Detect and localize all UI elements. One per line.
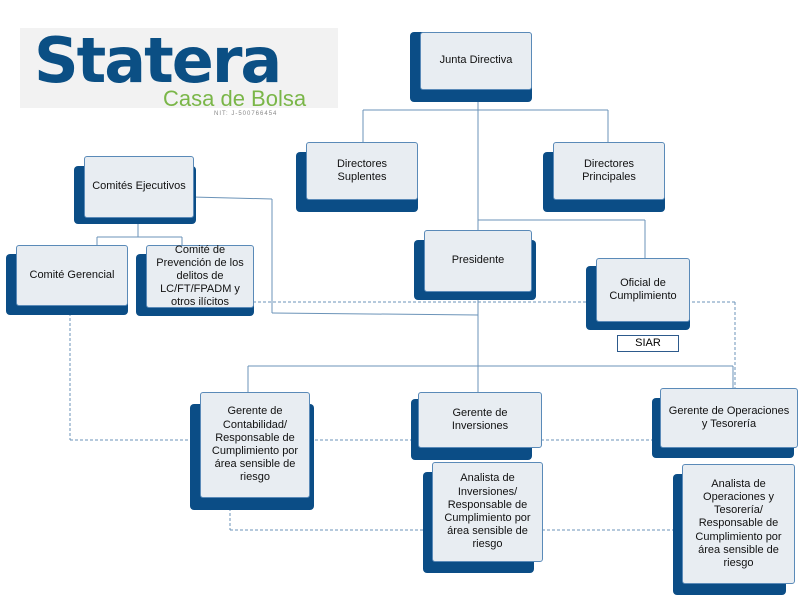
node-label: Gerente de Inversiones [418, 392, 542, 448]
node-label: Oficial de Cumplimiento [596, 258, 690, 322]
logo-nit: NIT: J-500766454 [214, 111, 278, 117]
node-label: Junta Directiva [420, 32, 532, 90]
node-text: Gerente de Operaciones y Tesorería [668, 404, 790, 430]
node-gerente-operaciones: Gerente de Operaciones y Tesorería [652, 388, 798, 458]
node-label: Analista de Inversiones/ Responsable de … [432, 462, 543, 562]
node-label: Gerente de Operaciones y Tesorería [660, 388, 798, 448]
node-text: Gerente de Contabilidad/ Responsable de … [211, 405, 299, 484]
node-gerente-inversiones: Gerente de Inversiones [411, 392, 542, 460]
node-label: Comité Gerencial [16, 245, 128, 306]
node-text: Comité de Prevención de los delitos de L… [156, 243, 244, 309]
node-oficial-cumplimiento: Oficial de Cumplimiento [586, 258, 690, 330]
node-text: Gerente de Inversiones [451, 406, 509, 432]
logo-wordmark: Statera [34, 24, 282, 97]
node-text: Analista de Operaciones y Tesorería/ Res… [695, 477, 782, 569]
node-analista-operaciones: Analista de Operaciones y Tesorería/ Res… [673, 464, 795, 595]
line-comites-to-trunk [271, 312, 479, 316]
node-label: Directores Principales [553, 142, 665, 200]
node-label: Comité de Prevención de los delitos de L… [146, 243, 254, 309]
node-presidente: Presidente [414, 230, 536, 300]
node-analista-inversiones: Analista de Inversiones/ Responsable de … [423, 462, 543, 573]
node-text: Analista de Inversiones/ Responsable de … [444, 472, 531, 551]
node-text: Junta Directiva [439, 54, 513, 67]
node-junta-directiva: Junta Directiva [410, 32, 532, 102]
node-text: Comités Ejecutivos [92, 180, 186, 193]
node-text: Presidente [451, 254, 505, 267]
node-text: Comité Gerencial [29, 268, 115, 281]
siar-tag: SIAR [617, 335, 679, 352]
node-gerente-contabilidad: Gerente de Contabilidad/ Responsable de … [190, 392, 314, 510]
node-label: Directores Suplentes [306, 142, 418, 200]
dotted-connectors [69, 301, 736, 531]
node-label: Analista de Operaciones y Tesorería/ Res… [682, 464, 795, 584]
logo-subtitle: Casa de Bolsa [163, 86, 307, 111]
node-directores-principales: Directores Principales [543, 142, 665, 212]
node-label: Comités Ejecutivos [84, 156, 194, 218]
node-comite-gerencial: Comité Gerencial [6, 245, 128, 315]
node-label: Gerente de Contabilidad/ Responsable de … [200, 392, 310, 498]
node-text: Directores Principales [582, 157, 636, 183]
line-comites-out [191, 196, 273, 200]
node-text: Oficial de Cumplimiento [609, 276, 677, 302]
statera-logo: Statera Casa de Bolsa NIT: J-500766454 [20, 24, 338, 117]
node-comites-ejecutivos: Comités Ejecutivos [74, 156, 196, 224]
node-directores-suplentes: Directores Suplentes [296, 142, 418, 212]
node-text: Directores Suplentes [336, 157, 388, 183]
node-comite-prevencion: Comité de Prevención de los delitos de L… [136, 243, 254, 316]
node-label: Presidente [424, 230, 532, 292]
